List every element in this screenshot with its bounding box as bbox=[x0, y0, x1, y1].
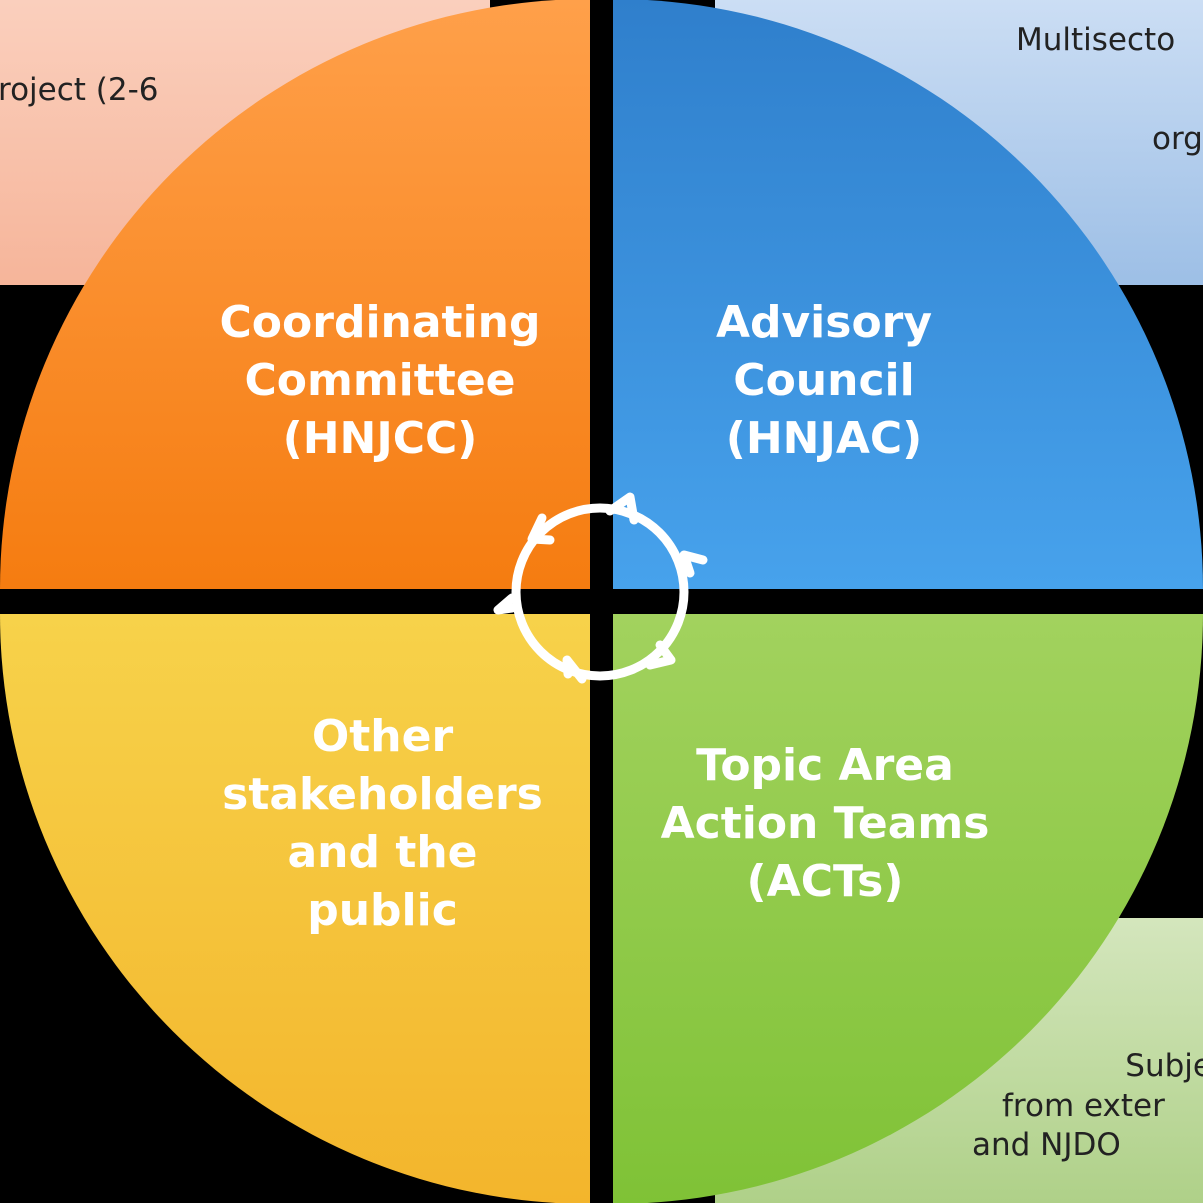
callout-top-right-text-2: org bbox=[1152, 121, 1203, 157]
label-line: Topic Area bbox=[696, 740, 954, 791]
quadrant-label-advisory-council: Advisory Council (HNJAC) bbox=[674, 294, 974, 468]
quadrant-top-left[interactable] bbox=[0, 0, 590, 589]
callout-bottom-right-text-3: and NJDO bbox=[972, 1127, 1121, 1163]
callout-line: org bbox=[1152, 121, 1203, 157]
quadrant-label-action-teams: Topic Area Action Teams (ACTs) bbox=[640, 737, 1010, 911]
quadrant-label-other-stakeholders: Other stakeholders and the public bbox=[205, 708, 560, 940]
callout-line: Multisecto bbox=[1016, 22, 1176, 58]
label-line: Committee bbox=[244, 355, 516, 406]
label-line: Action Teams bbox=[660, 798, 990, 849]
cycle-arrows-icon bbox=[493, 492, 708, 684]
callout-top-left-text: roject (2-6 bbox=[0, 72, 159, 108]
quadrant-bottom-right[interactable] bbox=[613, 614, 1203, 1203]
label-line: Coordinating bbox=[219, 297, 541, 348]
callout-bottom-right-text-2: from exter bbox=[1002, 1088, 1165, 1124]
label-line: public bbox=[307, 885, 458, 936]
callout-line: roject (2-6 bbox=[0, 72, 159, 108]
label-line: and the bbox=[287, 827, 478, 878]
callout-line: from exter bbox=[1002, 1088, 1165, 1124]
label-line: (ACTs) bbox=[746, 856, 904, 907]
label-line: Advisory bbox=[715, 297, 933, 348]
callout-top-right-text: Multisecto bbox=[1016, 22, 1175, 58]
quadrant-label-coordinating-committee: Coordinating Committee (HNJCC) bbox=[205, 294, 555, 468]
label-line: Council bbox=[733, 355, 915, 406]
callout-line: and NJDO bbox=[972, 1127, 1121, 1163]
divider-horizontal bbox=[0, 589, 1203, 614]
quadrant-top-right[interactable] bbox=[613, 0, 1203, 589]
quadrant-bottom-left[interactable] bbox=[0, 614, 590, 1203]
callout-line: Subje bbox=[1125, 1048, 1203, 1084]
callout-bottom-right-text: Subje bbox=[1002, 1048, 1203, 1084]
label-line: Other bbox=[311, 711, 454, 762]
label-line: (HNJCC) bbox=[282, 413, 478, 464]
label-line: stakeholders bbox=[222, 769, 543, 820]
label-line: (HNJAC) bbox=[725, 413, 923, 464]
